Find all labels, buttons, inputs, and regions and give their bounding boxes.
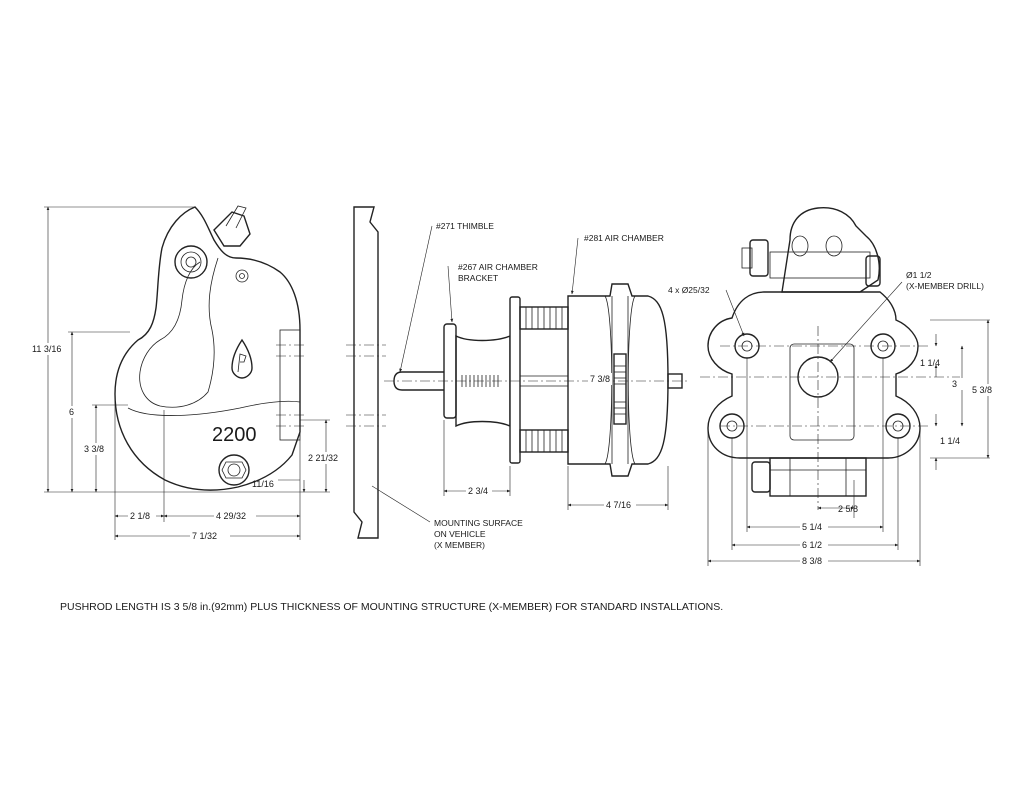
pivot-bolt-inner xyxy=(185,256,197,268)
dim-h-6-1-2: 6 1/2 xyxy=(802,540,822,550)
top-clevis xyxy=(781,207,880,293)
label-mounting-surface-line3: (X MEMBER) xyxy=(434,540,485,550)
hook-throat xyxy=(139,261,201,373)
hook-inner-curve xyxy=(139,257,219,408)
bracket-flange-left xyxy=(443,323,457,419)
front-view: 4 x Ø25/32 Ø1 1/2 (X-MEMBER DRILL) 1 1/4… xyxy=(668,207,998,567)
dim-h-5-1-4: 5 1/4 xyxy=(802,522,822,532)
dim-width-4-29-32: 4 29/32 xyxy=(216,511,246,521)
logo-mark xyxy=(237,353,247,373)
dim-depth-4-7-16: 4 7/16 xyxy=(606,500,631,510)
top-nut-left xyxy=(749,239,769,277)
dim-v-1-1-4-bottom: 1 1/4 xyxy=(940,436,960,446)
label-holes: 4 x Ø25/32 xyxy=(668,285,710,295)
rivet xyxy=(235,269,249,283)
latch-lever xyxy=(225,205,247,229)
label-drill-line2: (X-MEMBER DRILL) xyxy=(906,281,984,291)
dim-h-8-3-8: 8 3/8 xyxy=(802,556,822,566)
dim-h-2-5-8: 2 5/8 xyxy=(838,504,858,514)
center-recess xyxy=(789,343,855,441)
pivot-bolt-outer xyxy=(174,245,208,279)
dim-width-2-1-8: 2 1/8 xyxy=(130,511,150,521)
dim-chamber-7-3-8: 7 3/8 xyxy=(590,374,610,384)
side-view: 2200 11 3/16 6 3 3/8 2 1/8 4 29/32 7 1/3… xyxy=(30,205,346,542)
dim-height-6: 6 xyxy=(69,407,74,417)
lower-nut-hex xyxy=(221,461,247,479)
lower-nut-inner xyxy=(227,463,241,477)
mounting-surface-section: MOUNTING SURFACE ON VEHICLE (X MEMBER) xyxy=(346,206,523,550)
air-chamber-body xyxy=(567,283,669,477)
dim-v-1-1-4-top: 1 1/4 xyxy=(920,358,940,368)
label-bracket-line1: #267 AIR CHAMBER xyxy=(458,262,538,272)
bracket-flange-right xyxy=(509,296,521,464)
hook-lower-edge xyxy=(127,400,301,416)
thimble-rod xyxy=(393,371,447,391)
hook-body-outline xyxy=(114,206,301,491)
footnote: PUSHROD LENGTH IS 3 5/8 in.(92mm) PLUS T… xyxy=(60,601,723,613)
top-bolt-left xyxy=(741,247,753,269)
model-number: 2200 xyxy=(212,424,257,446)
label-thimble: #271 THIMBLE xyxy=(436,221,494,231)
label-drill-line1: Ø1 1/2 xyxy=(906,270,932,280)
label-mounting-surface-line1: MOUNTING SURFACE xyxy=(434,518,523,528)
bottom-nut xyxy=(751,461,771,493)
pivot-bolt-mid xyxy=(180,251,202,273)
label-mounting-surface-line2: ON VEHICLE xyxy=(434,529,486,539)
mounting-surface-outline xyxy=(353,206,379,539)
label-air-chamber: #281 AIR CHAMBER xyxy=(584,233,664,243)
dim-width-7-1-32: 7 1/32 xyxy=(192,531,217,541)
dim-depth-2-3-4: 2 3/4 xyxy=(468,486,488,496)
clamp-bolt xyxy=(613,353,627,425)
dim-gap-11-16: 11/16 xyxy=(252,479,274,489)
dim-v-3: 3 xyxy=(952,379,957,389)
lower-nut-outer xyxy=(218,454,250,486)
front-body xyxy=(707,291,921,459)
label-bracket-line2: BRACKET xyxy=(458,273,498,283)
latch xyxy=(213,211,251,247)
top-nut-right xyxy=(865,255,881,287)
dim-overall-height: 11 3/16 xyxy=(32,344,61,354)
dim-v-5-3-8: 5 3/8 xyxy=(972,385,992,395)
dim-height-2-21-32: 2 21/32 xyxy=(308,453,338,463)
dim-height-3-3-8: 3 3/8 xyxy=(84,444,104,454)
rivet-inner xyxy=(239,273,245,279)
mount-flange xyxy=(279,329,301,441)
air-chamber-view: #271 THIMBLE #267 AIR CHAMBER BRACKET #2… xyxy=(384,221,690,511)
logo-icon xyxy=(231,338,253,379)
